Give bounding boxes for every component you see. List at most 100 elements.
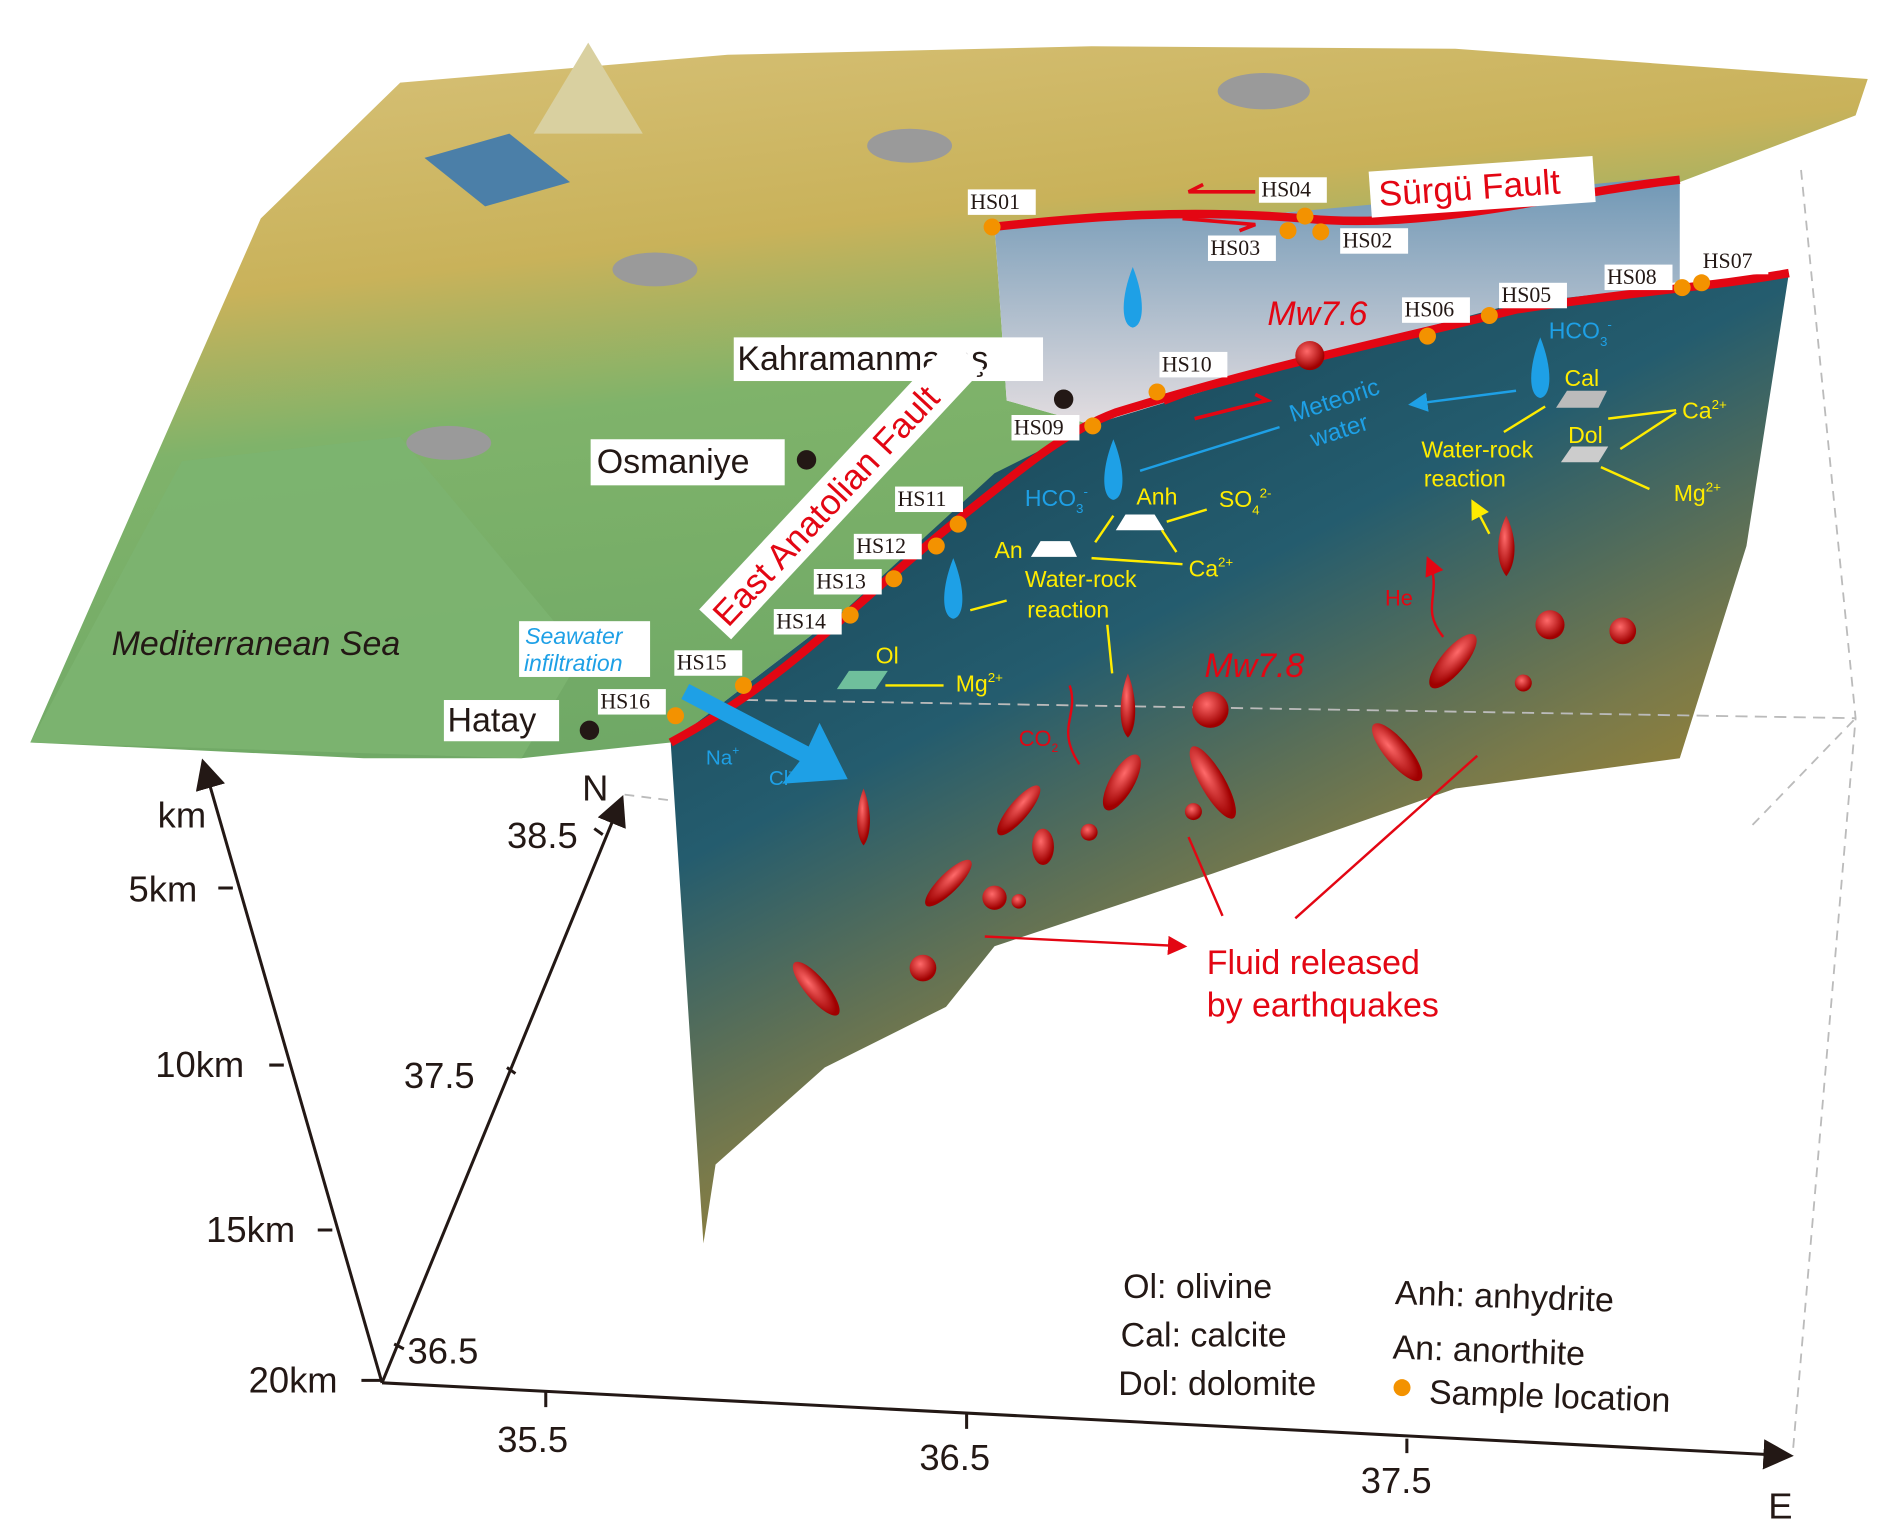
so4-label: SO42- [1219, 485, 1272, 517]
ca-label-right: Ca2+ [1682, 397, 1727, 424]
sample-hs06: HS06 [1402, 297, 1470, 345]
east-anatolian-fault-plane [670, 273, 1789, 1244]
sample-label: HS04 [1261, 178, 1311, 202]
north-axis [380, 795, 626, 1384]
mineral-icons [836, 390, 1609, 690]
sample-hs13: HS13 [813, 569, 903, 595]
sample-legend-marker [1393, 1379, 1411, 1397]
north-label: N [582, 768, 608, 809]
bounding-box-lines [624, 169, 1857, 1456]
axes [195, 758, 1794, 1470]
east-label: E [1768, 1486, 1792, 1527]
sample-label-bg [813, 569, 882, 595]
sample-label-bg [1700, 248, 1769, 275]
earthquake-hypocenter-mw76 [1295, 341, 1325, 371]
sample-hs10: HS10 [1148, 351, 1228, 401]
hco3-label-right: HCO3- [1549, 317, 1612, 349]
sample-marker [841, 606, 859, 624]
sample-label: HS13 [816, 569, 866, 593]
sample-marker [1312, 223, 1330, 241]
svg-text:Osmaniye: Osmaniye [597, 443, 750, 481]
sample-label: HS08 [1607, 265, 1657, 289]
sample-marker [885, 570, 903, 588]
sample-label-bg [1011, 414, 1080, 441]
earthquake-hypocenter-mw78 [1192, 691, 1229, 728]
legend-item: Anh: anhydrite [1394, 1274, 1614, 1320]
depth-reference-line [745, 699, 1856, 720]
north-tick: 37.5 [404, 1055, 475, 1096]
sample-label: HS11 [897, 487, 946, 511]
sample-hs16: HS16 [597, 689, 685, 725]
sample-label-bg [1207, 235, 1276, 261]
sample-label: HS02 [1343, 229, 1393, 253]
sample-label-bg [674, 650, 743, 676]
north-tick: 36.5 [408, 1330, 479, 1371]
gas-labels: CO2 He [1019, 585, 1413, 755]
sample-hs14: HS14 [773, 606, 859, 635]
reaction-arrows [885, 405, 1677, 687]
fault-motion-arrow [1163, 182, 1273, 421]
sample-marker [1693, 274, 1711, 292]
sample-label: HS07 [1703, 249, 1753, 273]
legend-item: Dol: dolomite [1118, 1365, 1316, 1403]
seawater-infiltration-arrow [681, 683, 848, 784]
sample-marker [1673, 279, 1691, 297]
depth-tick: 15km [206, 1209, 295, 1250]
sample-label-bg [1159, 351, 1228, 378]
sample-hs03: HS03 [1207, 222, 1297, 261]
sample-hs01: HS01 [967, 189, 1036, 236]
mineral-an: An [995, 537, 1023, 563]
east-tick: 35.5 [497, 1419, 568, 1460]
co2-label: CO2 [1019, 726, 1059, 755]
sample-marker [667, 707, 685, 725]
east-tick: 37.5 [1361, 1460, 1432, 1501]
depth-tick: 10km [155, 1044, 244, 1085]
sea-label: Mediterranean Sea [112, 625, 401, 663]
he-label: He [1385, 585, 1413, 610]
water-rock-chemistry: Anh An Cal Dol Ol SO42- Ca2+ Ca2+ Mg2+ M… [876, 365, 1727, 697]
mountain-peak [533, 42, 643, 134]
sample-label: HS03 [1210, 236, 1260, 260]
sample-label: HS06 [1404, 298, 1454, 322]
cl-label: Cl- [769, 764, 793, 790]
seawater-ions: Na+ Cl- [706, 744, 793, 790]
na-label: Na+ [706, 744, 739, 770]
sample-label-bg [1499, 282, 1567, 309]
sample-label: HS12 [856, 534, 906, 558]
sample-label: HS05 [1501, 283, 1551, 307]
legend-item: Ol: olivine [1123, 1268, 1272, 1306]
legend-item: Sample location [1428, 1373, 1671, 1419]
depth-axis [195, 758, 384, 1384]
sample-label: HS10 [1162, 352, 1212, 376]
sample-locations: HS01HS02HS03HS04HS05HS06HS07HS08HS09HS10… [597, 177, 1769, 725]
east-axis [381, 1381, 1794, 1470]
fluid-pointer-arrows [984, 754, 1479, 946]
legend-item: Cal: calcite [1121, 1316, 1287, 1354]
east-tick: 36.5 [919, 1437, 990, 1478]
sample-hs15: HS15 [674, 650, 752, 694]
mineral-dol: Dol [1568, 422, 1603, 448]
sample-marker [949, 515, 967, 533]
legend: Ol: olivine Cal: calcite Dol: dolomite A… [1118, 1268, 1671, 1420]
sample-marker [1296, 207, 1314, 225]
mg-label-left: Mg2+ [956, 670, 1003, 697]
sample-label-bg [895, 486, 963, 513]
sample-label-bg [597, 689, 666, 715]
mineral-anh: Anh [1136, 484, 1177, 510]
mineral-cal: Cal [1565, 365, 1600, 391]
sample-marker [734, 676, 752, 694]
sample-hs07: HS07 [1693, 248, 1769, 292]
sample-marker [1148, 383, 1166, 401]
sample-label-bg [967, 189, 1036, 215]
north-tick: 38.5 [507, 815, 578, 856]
depth-tick: 5km [129, 868, 198, 909]
ca-label-left: Ca2+ [1189, 555, 1234, 582]
sample-marker [1480, 307, 1498, 325]
sample-label-bg [853, 533, 922, 560]
rain-cloud-icons [406, 72, 1310, 460]
sample-marker [927, 537, 945, 555]
hco3-label-left: HCO3- [1025, 484, 1088, 516]
